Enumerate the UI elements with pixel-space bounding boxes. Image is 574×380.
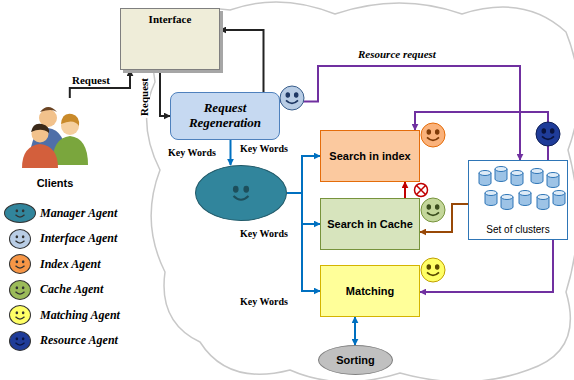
- resource-agent: [536, 122, 560, 146]
- agent-swatch: [9, 331, 31, 351]
- clients-group: Clients: [18, 98, 92, 194]
- node-text: Clients: [37, 177, 74, 190]
- process-box: Matching: [320, 265, 420, 317]
- node-text: Request Regeneration: [175, 101, 275, 131]
- interface-agent: [280, 86, 304, 110]
- agent-swatch: [9, 305, 31, 325]
- face-features: [11, 230, 29, 248]
- face-features: [11, 204, 29, 222]
- face-features: [11, 255, 29, 273]
- edge-label: Request: [138, 76, 150, 118]
- matching-agent: [421, 258, 445, 282]
- edge-label: Resource request: [356, 48, 438, 60]
- face-features: [11, 332, 29, 350]
- node-text: Interface: [149, 13, 192, 26]
- connector: [287, 193, 320, 224]
- connector: [415, 112, 548, 160]
- edge-label: Key Words: [238, 143, 290, 154]
- connector: [287, 156, 320, 193]
- edge-label: Key Words: [166, 147, 218, 158]
- legend-text: Interface Agent: [40, 231, 117, 246]
- legend-row: Matching Agent: [4, 305, 120, 325]
- node-text: Matching: [346, 285, 394, 298]
- edge-label: Key Words: [238, 296, 290, 307]
- cluster-cylinders: [479, 167, 565, 210]
- cluster-box: Set of clusters: [468, 160, 568, 240]
- agent-swatch: [4, 203, 36, 223]
- legend-row: Resource Agent: [4, 331, 118, 351]
- process-box: Search in index: [320, 130, 420, 182]
- edge-label: Request: [70, 74, 112, 86]
- manager-agent-ellipse: [195, 165, 287, 221]
- connector: [220, 30, 264, 92]
- connector: [404, 182, 406, 198]
- edge-label: Key Words: [238, 228, 290, 239]
- face-features: [11, 281, 29, 299]
- interface-box: Interface: [120, 8, 220, 70]
- connector: [160, 70, 170, 116]
- clients-icon: [22, 107, 88, 168]
- agent-swatch: [9, 229, 31, 249]
- cache-agent: [421, 198, 445, 222]
- connector: [230, 140, 232, 165]
- node-text: Set of clusters: [486, 224, 549, 236]
- manager-face: [234, 187, 249, 200]
- node-text: Sorting: [336, 354, 375, 367]
- legend-row: Cache Agent: [4, 280, 103, 300]
- terminal-ellipse: Sorting: [318, 345, 393, 375]
- legend-text: Cache Agent: [40, 282, 103, 297]
- process-box: Search in Cache: [320, 198, 420, 250]
- index-agent: [421, 123, 445, 147]
- legend-row: Manager Agent: [4, 203, 117, 223]
- node-text: Search in Cache: [327, 218, 413, 231]
- legend-row: Index Agent: [4, 254, 101, 274]
- node-text: Search in index: [329, 150, 410, 163]
- legend-text: Manager Agent: [40, 206, 117, 221]
- agent-swatch: [9, 254, 31, 274]
- connector: [420, 240, 553, 292]
- legend-text: Matching Agent: [40, 308, 120, 323]
- connector: [354, 317, 356, 345]
- legend-row: Interface Agent: [4, 229, 117, 249]
- connector: [70, 70, 130, 98]
- face-features: [11, 306, 29, 324]
- legend-text: Index Agent: [40, 257, 101, 272]
- legend-text: Resource Agent: [40, 333, 118, 348]
- connector: [420, 204, 468, 232]
- blocked-symbol: [415, 184, 428, 197]
- connector: [287, 193, 320, 291]
- process-box: Request Regeneration: [170, 92, 280, 140]
- agent-swatch: [9, 280, 31, 300]
